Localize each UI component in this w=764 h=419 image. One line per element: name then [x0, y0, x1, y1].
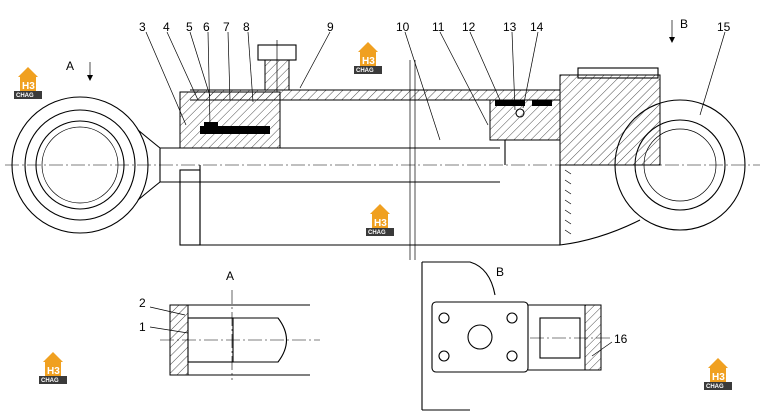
cylinder-head — [179, 91, 281, 246]
callout-12: 12 — [462, 20, 476, 34]
view-a-label: A — [66, 59, 74, 73]
watermark-5: H3 CHAG — [704, 358, 732, 390]
piston — [489, 99, 561, 165]
callout-15: 15 — [717, 20, 731, 34]
watermark-text: CHAG — [41, 378, 59, 384]
watermark-mark: H3 — [22, 81, 35, 92]
port-fitting — [257, 40, 297, 92]
callout-14: 14 — [530, 20, 544, 34]
detail-b-title: B — [496, 265, 504, 279]
watermark-text: CHAG — [706, 384, 724, 390]
callout-4: 4 — [163, 20, 170, 34]
mounting-plate — [431, 301, 529, 373]
watermark-text: CHAG — [356, 68, 374, 74]
callout-11: 11 — [432, 20, 445, 34]
callout-7: 7 — [223, 20, 230, 34]
callout-9: 9 — [327, 20, 334, 34]
watermark-mark: H3 — [47, 366, 60, 377]
callout-13: 13 — [503, 20, 517, 34]
watermark-mark: H3 — [374, 218, 387, 229]
watermark-3: H3 CHAG — [366, 204, 394, 236]
callout-5: 5 — [186, 20, 193, 34]
watermark-text: CHAG — [16, 93, 34, 99]
view-b-label: B — [680, 17, 688, 31]
view-arrow-b: B — [669, 17, 688, 43]
callout-16: 16 — [614, 332, 628, 346]
callout-6: 6 — [203, 20, 210, 34]
callout-10: 10 — [396, 20, 410, 34]
callout-2: 2 — [139, 296, 146, 310]
detail-view-a: A 2 1 — [139, 269, 320, 380]
detail-a-title: A — [226, 269, 234, 283]
callout-8: 8 — [243, 20, 250, 34]
callout-3: 3 — [139, 20, 146, 34]
watermark-mark: H3 — [362, 56, 375, 67]
leader-lines — [145, 31, 726, 141]
rod-eye-left — [11, 96, 161, 234]
main-cylinder-view: A B 3 4 5 6 7 8 9 10 — [5, 17, 760, 260]
watermark-text: CHAG — [368, 230, 386, 236]
watermark-1: H3 CHAG — [14, 67, 42, 99]
watermark-mark: H3 — [712, 372, 725, 383]
watermark-2: H3 CHAG — [354, 42, 382, 74]
watermark-4: H3 CHAG — [39, 352, 67, 384]
callout-1: 1 — [139, 320, 146, 334]
detail-view-b: B 16 — [421, 261, 628, 411]
cylinder-bottom — [559, 67, 746, 246]
view-arrow-a: A — [66, 59, 93, 81]
